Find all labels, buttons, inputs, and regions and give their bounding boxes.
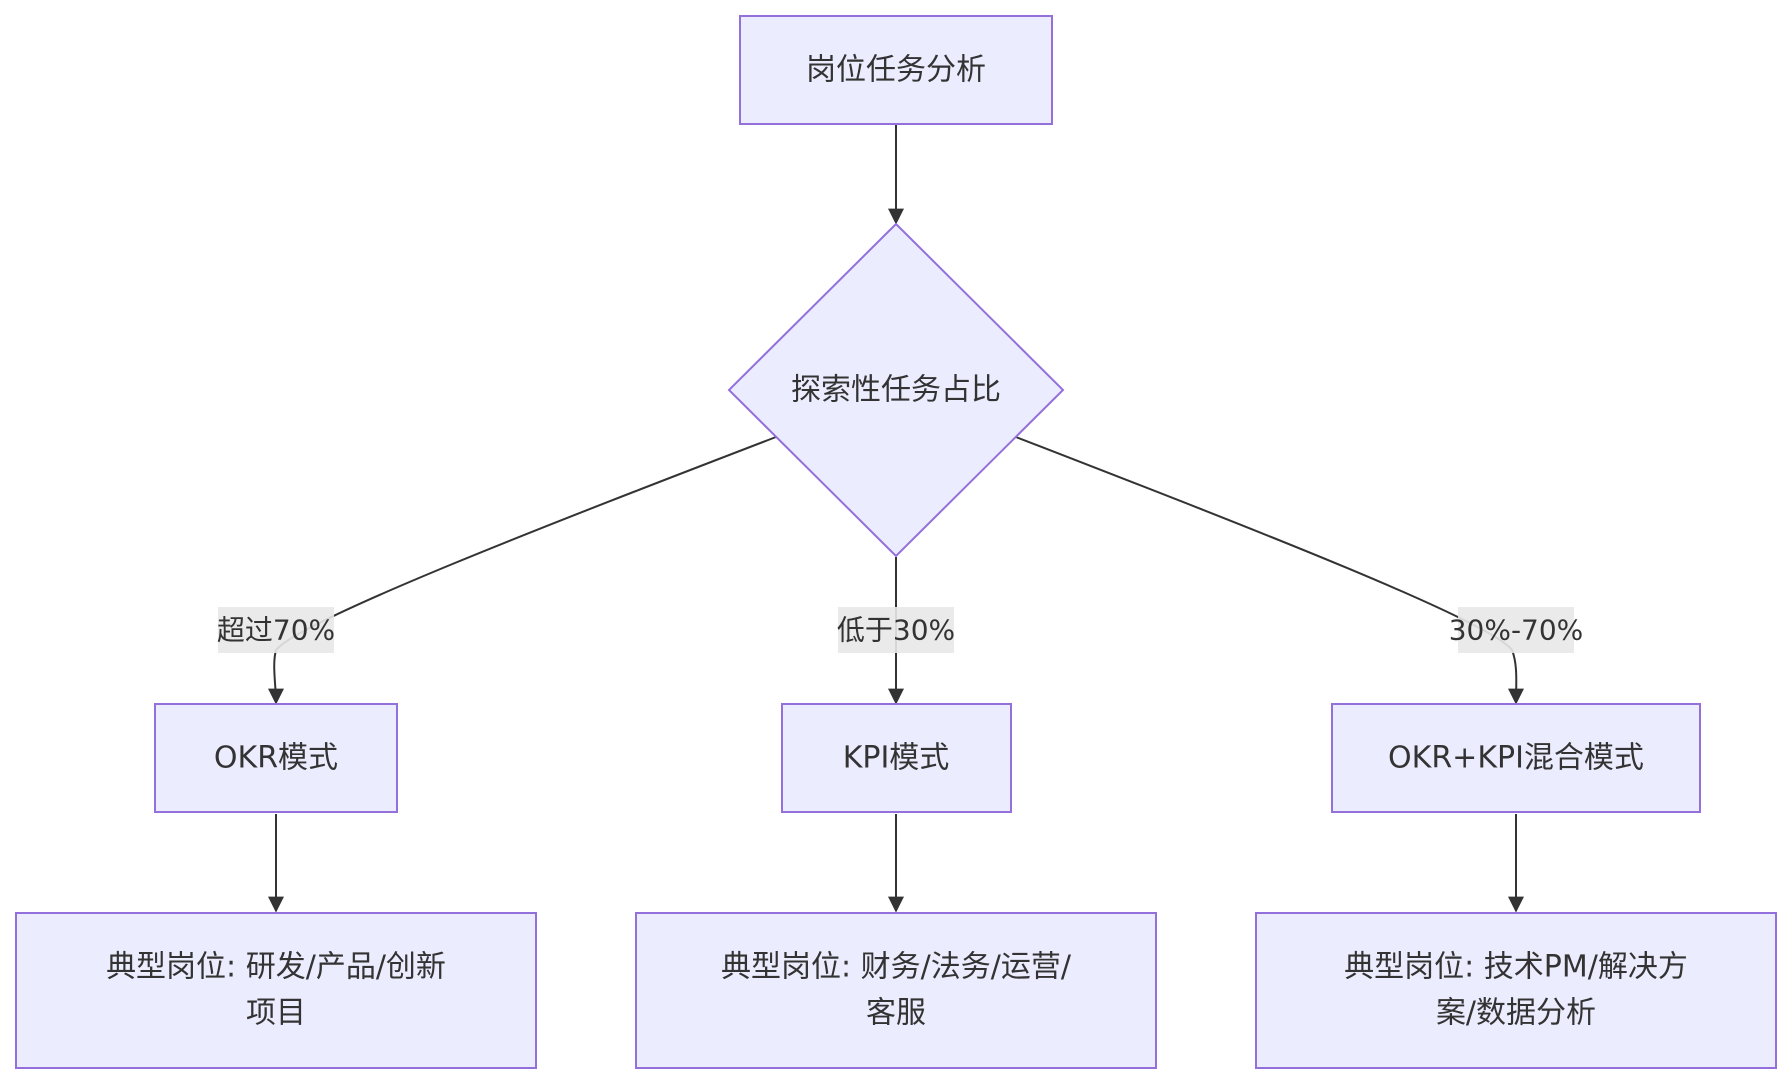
- svg-text:低于30%: 低于30%: [837, 614, 955, 647]
- svg-text:岗位任务分析: 岗位任务分析: [806, 53, 986, 88]
- svg-text:30%-70%: 30%-70%: [1449, 614, 1584, 647]
- svg-text:典型岗位: 研发/产品/创新: 典型岗位: 研发/产品/创新: [106, 950, 446, 985]
- node-kpi-mode: KPI模式: [781, 703, 1012, 813]
- node-kpi-jobs: 典型岗位: 财务/法务/运营/ 客服: [635, 912, 1157, 1069]
- svg-text:OKR模式: OKR模式: [214, 741, 338, 776]
- svg-text:客服: 客服: [866, 996, 926, 1031]
- edge-decision-to-mixed: [1015, 436, 1525, 705]
- edge-decision-to-okr: [267, 436, 777, 705]
- node-mixed-jobs: 典型岗位: 技术PM/解决方 案/数据分析: [1255, 912, 1777, 1069]
- svg-text:案/数据分析: 案/数据分析: [1436, 996, 1596, 1031]
- svg-text:超过70%: 超过70%: [217, 614, 335, 647]
- node-decision: 探索性任务占比: [727, 222, 1065, 558]
- node-root: 岗位任务分析: [739, 15, 1053, 125]
- node-okr-mode: OKR模式: [154, 703, 398, 813]
- svg-text:典型岗位: 财务/法务/运营/: 典型岗位: 财务/法务/运营/: [721, 950, 1072, 985]
- node-okr-jobs: 典型岗位: 研发/产品/创新 项目: [15, 912, 537, 1069]
- svg-text:典型岗位: 技术PM/解决方: 典型岗位: 技术PM/解决方: [1344, 950, 1688, 985]
- edge-label-to-mixed: 30%-70%: [1449, 607, 1584, 653]
- edges: [267, 125, 1525, 913]
- node-mixed-mode: OKR+KPI混合模式: [1331, 703, 1701, 813]
- svg-text:项目: 项目: [246, 996, 306, 1031]
- edge-label-to-kpi: 低于30%: [837, 607, 955, 653]
- svg-text:探索性任务占比: 探索性任务占比: [791, 373, 1001, 408]
- svg-text:OKR+KPI混合模式: OKR+KPI混合模式: [1388, 741, 1644, 776]
- svg-text:KPI模式: KPI模式: [843, 741, 950, 776]
- edge-label-to-okr: 超过70%: [217, 607, 335, 653]
